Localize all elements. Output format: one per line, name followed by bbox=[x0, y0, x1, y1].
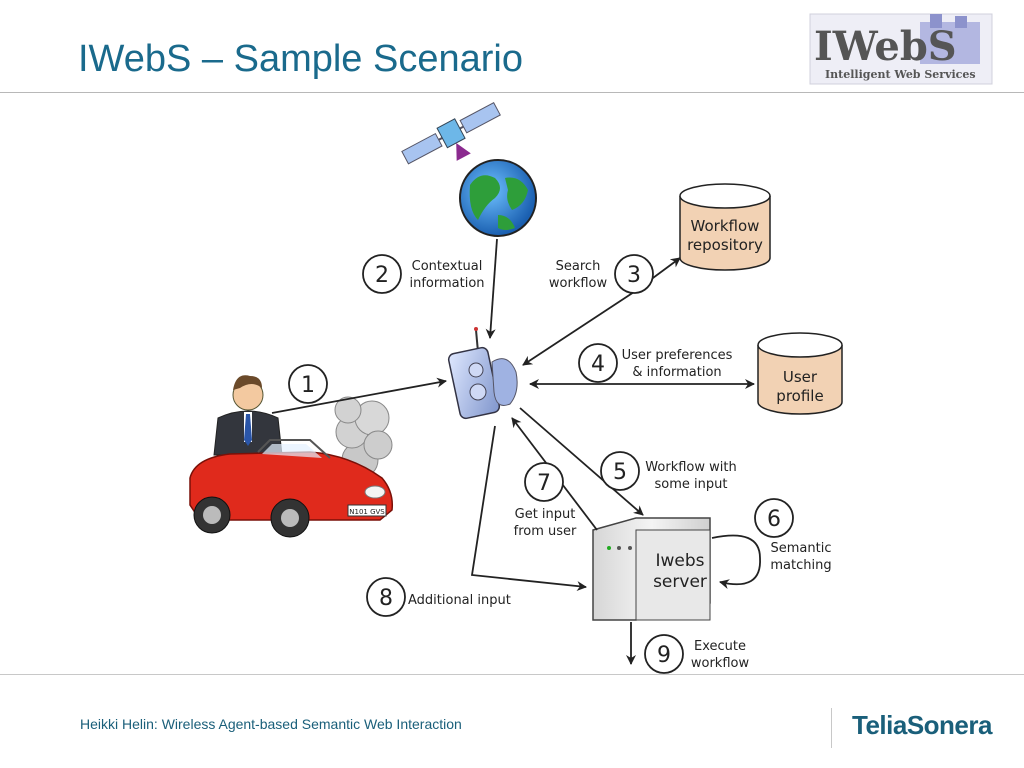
svg-text:3: 3 bbox=[627, 263, 641, 288]
satellite-icon bbox=[401, 101, 501, 165]
mobile-device-icon bbox=[447, 327, 518, 420]
header-divider bbox=[0, 92, 1024, 93]
user-profile-label-2: profile bbox=[776, 387, 823, 405]
workflow-repository-cylinder: Workflow repository bbox=[679, 183, 771, 271]
svg-text:8: 8 bbox=[379, 586, 393, 611]
workflow-repository-label-1: Workflow bbox=[691, 217, 760, 235]
svg-text:9: 9 bbox=[657, 643, 671, 668]
step-5-label-1: Workflow with bbox=[645, 460, 736, 475]
step-5-label-2: some input bbox=[655, 477, 728, 492]
step-4-label-2: & information bbox=[632, 365, 721, 380]
step-labels: Contextual information Search workflow U… bbox=[408, 259, 832, 671]
logo-text: IWebS bbox=[814, 23, 957, 70]
svg-text:2: 2 bbox=[375, 263, 389, 288]
step-9-badge: 9 bbox=[644, 634, 684, 674]
footer-divider bbox=[0, 674, 1024, 675]
step-7-label-2: from user bbox=[514, 524, 577, 539]
svg-text:5: 5 bbox=[613, 460, 627, 485]
step-6-label-2: matching bbox=[770, 558, 831, 573]
arrow-step-6-loop bbox=[711, 534, 761, 589]
step-8-label-1: Additional input bbox=[408, 593, 511, 608]
svg-text:1: 1 bbox=[301, 373, 315, 398]
arrow-step-8 bbox=[470, 425, 587, 592]
step-9-label-1: Execute bbox=[694, 639, 746, 654]
man-icon bbox=[213, 375, 283, 456]
page-title: IWebS – Sample Scenario bbox=[78, 38, 523, 80]
smoke-icon bbox=[334, 396, 393, 479]
step-7-label-1: Get input bbox=[515, 507, 576, 522]
iwebs-server-icon: Iwebs server bbox=[592, 517, 711, 621]
arrow-step-2 bbox=[485, 238, 498, 339]
arrow-step-3a bbox=[522, 291, 635, 366]
step-2-label-1: Contextual bbox=[412, 259, 483, 274]
user-profile-label-1: User bbox=[783, 368, 818, 386]
user-profile-cylinder: User profile bbox=[757, 332, 843, 415]
step-4-label-1: User preferences bbox=[622, 348, 733, 363]
step-3-label-2: workflow bbox=[549, 276, 608, 291]
step-6-badge: 6 bbox=[754, 498, 794, 538]
step-3-badge: 3 bbox=[614, 254, 654, 294]
car-icon: N101 GVS bbox=[189, 375, 394, 538]
svg-text:7: 7 bbox=[537, 471, 551, 496]
footer-text: Heikki Helin: Wireless Agent-based Seman… bbox=[80, 716, 462, 732]
globe-icon bbox=[459, 159, 537, 237]
teliasonera-logo: TeliaSonera bbox=[852, 710, 992, 740]
step-7-badge: 7 bbox=[524, 462, 564, 502]
step-5-badge: 5 bbox=[600, 451, 640, 491]
logo-subtitle: Intelligent Web Services bbox=[825, 68, 976, 81]
svg-text:6: 6 bbox=[767, 507, 781, 532]
step-8-badge: 8 bbox=[366, 577, 406, 617]
arrow-step-1 bbox=[271, 377, 447, 414]
step-badges: 1 2 3 4 5 6 7 8 9 bbox=[288, 254, 794, 674]
footer-separator bbox=[831, 708, 832, 748]
step-3-label-1: Search bbox=[556, 259, 601, 274]
server-label-1: Iwebs bbox=[655, 551, 704, 571]
server-label-2: server bbox=[653, 572, 707, 592]
step-9-label-2: workflow bbox=[691, 656, 750, 671]
step-4-badge: 4 bbox=[578, 343, 618, 383]
workflow-repository-label-2: repository bbox=[687, 236, 763, 254]
car-plate: N101 GVS bbox=[349, 508, 385, 516]
step-2-label-2: information bbox=[409, 276, 484, 291]
step-2-badge: 2 bbox=[362, 254, 402, 294]
step-1-badge: 1 bbox=[288, 364, 328, 404]
step-6-label-1: Semantic bbox=[771, 541, 832, 556]
svg-text:4: 4 bbox=[591, 352, 605, 377]
iwebs-logo: IWebS Intelligent Web Services bbox=[809, 13, 993, 85]
arrow-step-5 bbox=[519, 407, 644, 516]
